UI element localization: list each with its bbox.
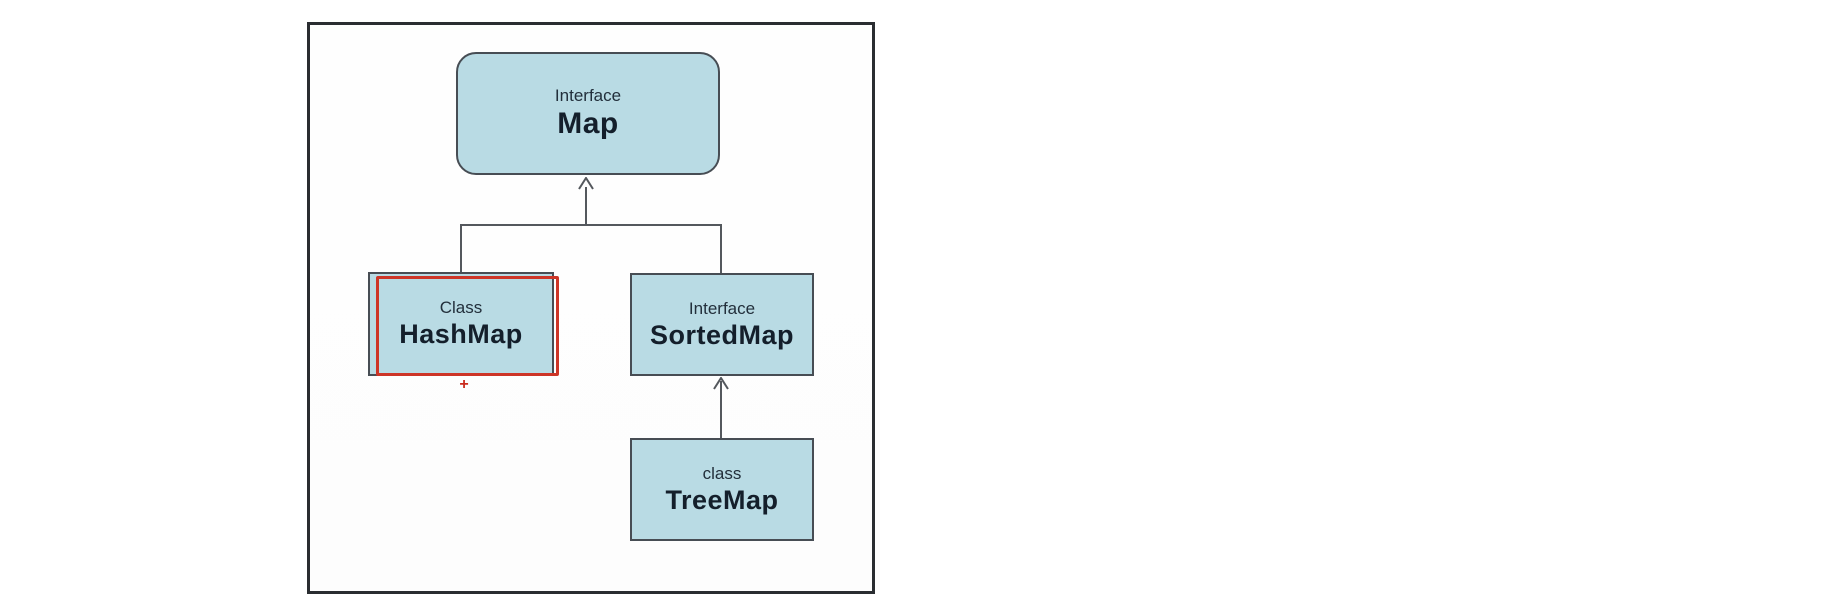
node-treemap: class TreeMap xyxy=(630,438,814,541)
edge-sortedmap-to-branch xyxy=(720,225,722,273)
node-hashmap-name: HashMap xyxy=(399,319,523,350)
node-treemap-stereotype: class xyxy=(702,463,742,483)
hashmap-plus-annotation: + xyxy=(459,376,469,393)
edge-treemap-to-sortedmap xyxy=(720,381,722,438)
node-hashmap-stereotype: Class xyxy=(439,298,483,318)
arrowhead-up-icon xyxy=(713,377,729,390)
edge-hashmap-to-branch xyxy=(460,225,462,272)
diagram-frame: Interface Map Class HashMap + Interface … xyxy=(307,22,875,594)
node-map-stereotype: Interface xyxy=(554,85,622,105)
node-sortedmap-name: SortedMap xyxy=(649,319,794,350)
arrowhead-up-icon xyxy=(578,177,594,190)
node-map: Interface Map xyxy=(456,52,720,175)
node-map-name: Map xyxy=(557,107,619,141)
node-sortedmap-stereotype: Interface xyxy=(688,298,756,318)
edge-branch-horizontal xyxy=(460,224,722,226)
node-hashmap: Class HashMap xyxy=(368,272,554,376)
node-sortedmap: Interface SortedMap xyxy=(630,273,814,376)
node-treemap-name: TreeMap xyxy=(665,484,779,515)
edge-branch-to-map xyxy=(585,187,587,225)
